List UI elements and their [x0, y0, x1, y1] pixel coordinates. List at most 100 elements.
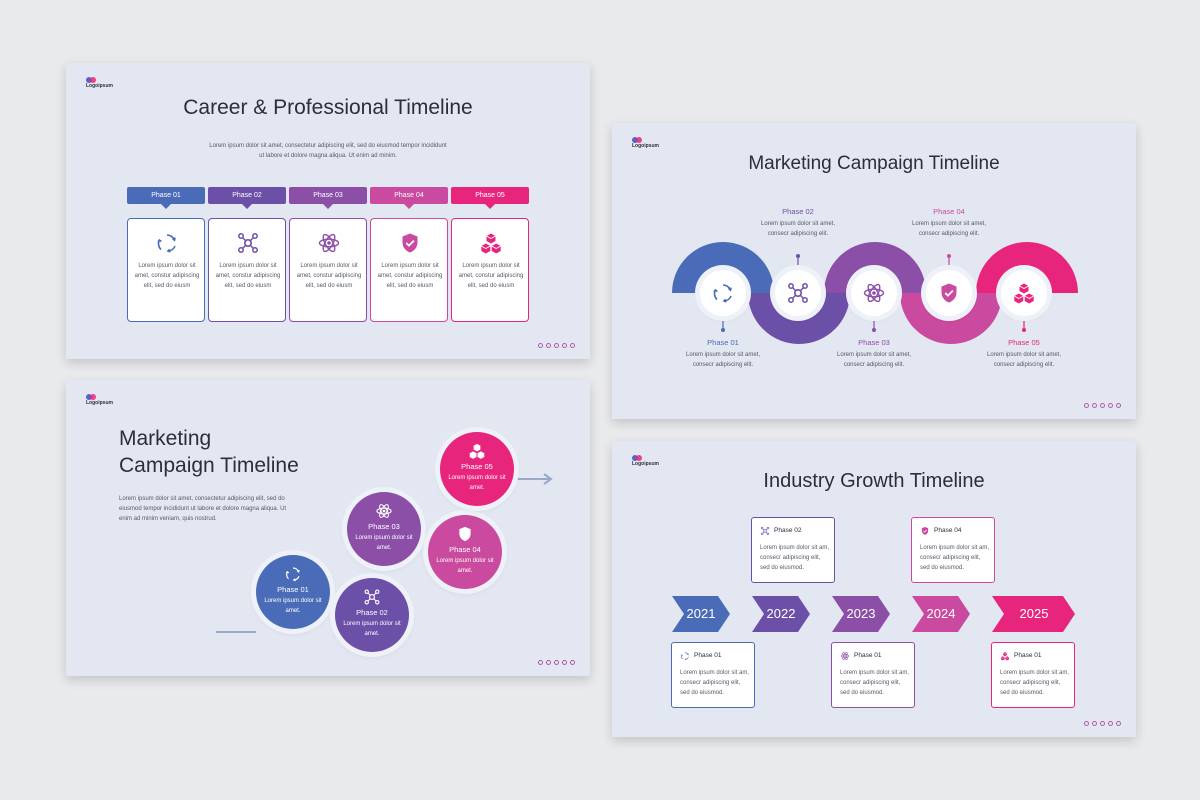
shield-check-icon — [398, 231, 422, 255]
atom-icon — [317, 231, 341, 255]
logo: Logoipsum — [632, 455, 692, 469]
cycle-arrows-icon — [284, 565, 302, 583]
phase-title: Phase 04 — [933, 207, 965, 216]
pager-dots — [1084, 721, 1122, 727]
phase-label-2: Phase 02 Lorem ipsum dolor sit amet, con… — [753, 207, 843, 239]
phase-node-5 — [1001, 270, 1047, 316]
phase-title: Phase 01 — [854, 652, 882, 659]
logo: Logoipsum — [632, 137, 692, 151]
slide-title: Career & Professional Timeline — [183, 96, 473, 119]
cubes-icon — [1000, 651, 1010, 661]
phase-title: Phase 05 — [1008, 338, 1040, 347]
connector-lines — [216, 473, 553, 633]
year-2023: 2023 — [846, 606, 876, 621]
network-gears-icon — [786, 281, 810, 305]
phase-text: Lorem ipsum dolor sit amet. — [343, 621, 401, 637]
shield-check-icon — [920, 526, 930, 536]
phase-card: Lorem ipsum dolor sit amet, constur adip… — [370, 218, 448, 322]
wave-shape — [672, 242, 1078, 344]
phase-box-2022: Phase 02 Lorem ipsum dolor sit am, conse… — [751, 517, 835, 583]
logo-text: Logoipsum — [632, 143, 659, 149]
atom-icon — [375, 502, 393, 520]
phase-label: Phase 02 — [356, 608, 388, 617]
year-2021: 2021 — [686, 606, 716, 621]
phase-circle-1: Phase 01 Lorem ipsum dolor sit amet. — [256, 555, 330, 629]
phase-tag: Phase 04 — [370, 187, 448, 209]
phase-title: Phase 01 — [707, 338, 739, 347]
phase-node-3 — [851, 270, 897, 316]
cubes-icon — [1012, 281, 1036, 305]
phase-node-4 — [926, 270, 972, 316]
slide-title-line1: Marketing — [119, 427, 212, 450]
pager-dots — [538, 343, 576, 349]
phase-text: Lorem ipsum dolor sit amet, constur adip… — [296, 263, 362, 289]
phase-box-2024: Phase 04 Lorem ipsum dolor sit am, conse… — [911, 517, 995, 583]
phase-label-4: Phase 04 Lorem ipsum dolor sit amet, con… — [904, 207, 994, 239]
phase-text: Lorem ipsum dolor sit amet. — [355, 535, 413, 551]
year-2022: 2022 — [766, 606, 796, 621]
year-arrows — [672, 596, 1075, 632]
slide-paragraph: Lorem ipsum dolor sit amet, consectetur … — [119, 496, 287, 522]
logo: Logoipsum — [86, 394, 146, 408]
phase-title: Phase 04 — [934, 527, 962, 534]
phase-label: Phase 01 — [277, 585, 309, 594]
slide-title-line2: Campaign Timeline — [119, 454, 299, 477]
phase-text: Lorem ipsum dolor sit amet, consecr adip… — [836, 352, 912, 368]
pager-dots — [538, 660, 576, 666]
network-gears-icon — [363, 588, 381, 606]
phase-text: Lorem ipsum dolor sit amet, constur adip… — [215, 263, 281, 289]
phase-title: Phase 03 — [858, 338, 890, 347]
logo-text: Logoipsum — [86, 400, 113, 406]
phase-card: Lorem ipsum dolor sit amet, constur adip… — [451, 218, 529, 322]
phase-box-2021: Phase 01 Lorem ipsum dolor sit am, conse… — [671, 642, 755, 708]
cycle-arrows-icon — [155, 231, 179, 255]
phase-text: Lorem ipsum dolor sit am, consecr adipis… — [680, 670, 750, 696]
slide-career-timeline: Logoipsum Career & Professional Timeline… — [66, 63, 590, 359]
phase-text: Lorem ipsum dolor sit amet, constur adip… — [134, 263, 200, 289]
phase-tag: Phase 05 — [451, 187, 529, 209]
network-gears-icon — [760, 526, 770, 536]
phase-tag: Phase 01 — [127, 187, 205, 209]
phase-label-3: Phase 03 Lorem ipsum dolor sit amet, con… — [829, 338, 919, 370]
phase-text: Lorem ipsum dolor sit am, consecr adipis… — [1000, 670, 1070, 696]
slide-paragraph: Lorem ipsum dolor sit amet, consectetur … — [209, 143, 447, 159]
shield-check-icon — [937, 281, 961, 305]
phase-title: Phase 01 — [694, 652, 722, 659]
year-2024: 2024 — [926, 606, 956, 621]
phase-text: Lorem ipsum dolor sit am, consecr adipis… — [920, 545, 990, 571]
phase-text: Lorem ipsum dolor sit amet. — [264, 598, 322, 614]
phase-card: Lorem ipsum dolor sit amet, constur adip… — [208, 218, 286, 322]
phase-label: Phase 04 — [449, 545, 481, 554]
phase-box-2025: Phase 01 Lorem ipsum dolor sit am, conse… — [991, 642, 1075, 708]
phase-box-2023: Phase 01 Lorem ipsum dolor sit am, conse… — [831, 642, 915, 708]
phase-text: Lorem ipsum dolor sit amet, consecr adip… — [760, 221, 836, 237]
phase-label-5: Phase 05 Lorem ipsum dolor sit amet, con… — [979, 338, 1069, 370]
phase-text: Lorem ipsum dolor sit amet, constur adip… — [377, 263, 443, 289]
phase-text: Lorem ipsum dolor sit am, consecr adipis… — [840, 670, 910, 696]
shield-check-icon — [456, 525, 474, 543]
cycle-arrows-icon — [680, 651, 690, 661]
phase-node-2 — [775, 270, 821, 316]
phase-circle-4: Phase 04 Lorem ipsum dolor sit amet. — [428, 515, 502, 589]
logo-text: Logoipsum — [632, 461, 659, 467]
pager-dots — [1084, 403, 1122, 409]
cycle-arrows-icon — [711, 281, 735, 305]
logo-text: Logoipsum — [86, 83, 113, 89]
phase-text: Lorem ipsum dolor sit amet, consecr adip… — [911, 221, 987, 237]
slide-marketing-circles: Logoipsum Marketing Campaign Timeline Lo… — [66, 380, 590, 676]
phase-label: Phase 05 — [461, 462, 493, 471]
phase-tag: Phase 02 — [208, 187, 286, 209]
phase-circle-3: Phase 03 Lorem ipsum dolor sit amet. — [347, 492, 421, 566]
phase-circle-2: Phase 02 Lorem ipsum dolor sit amet. — [335, 578, 409, 652]
atom-icon — [840, 651, 850, 661]
phase-text: Lorem ipsum dolor sit amet. — [448, 475, 506, 491]
phase-node-1 — [700, 270, 746, 316]
slide-industry-growth: Logoipsum Industry Growth Timeline 2021 … — [612, 441, 1136, 737]
phase-text: Lorem ipsum dolor sit amet. — [436, 558, 494, 574]
year-2025: 2025 — [1019, 606, 1049, 621]
phase-label-1: Phase 01 Lorem ipsum dolor sit amet, con… — [678, 338, 768, 370]
phase-card: Lorem ipsum dolor sit amet, constur adip… — [127, 218, 205, 322]
phase-text: Lorem ipsum dolor sit amet, consecr adip… — [986, 352, 1062, 368]
phase-title: Phase 02 — [782, 207, 814, 216]
slide-title: Marketing Campaign Timeline — [748, 153, 1000, 174]
